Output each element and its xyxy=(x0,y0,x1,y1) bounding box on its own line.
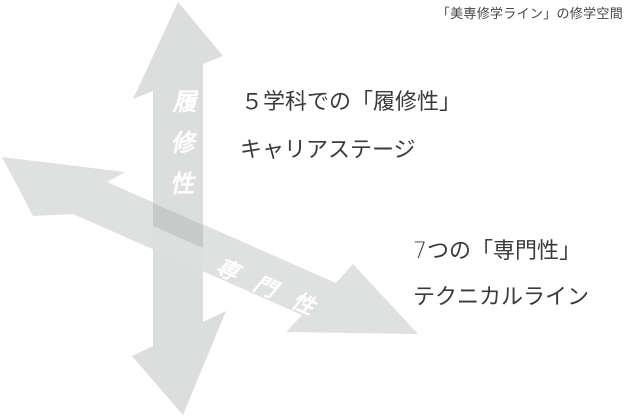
vertical-axis-title: ５学科での「履修性」 xyxy=(241,90,462,115)
axes-overlap xyxy=(153,203,203,248)
diagonal-axis-subtitle: テクニカルライン xyxy=(413,285,590,310)
diagonal-double-arrow-icon xyxy=(2,157,418,334)
diagram-caption: 「美専修学ライン」の修学空間 xyxy=(436,7,623,22)
vertical-axis-subtitle: キャリアステージ xyxy=(240,138,416,163)
diagonal-axis-title: 7つの「専門性」 xyxy=(413,239,581,264)
vertical-double-arrow-icon xyxy=(132,2,226,415)
